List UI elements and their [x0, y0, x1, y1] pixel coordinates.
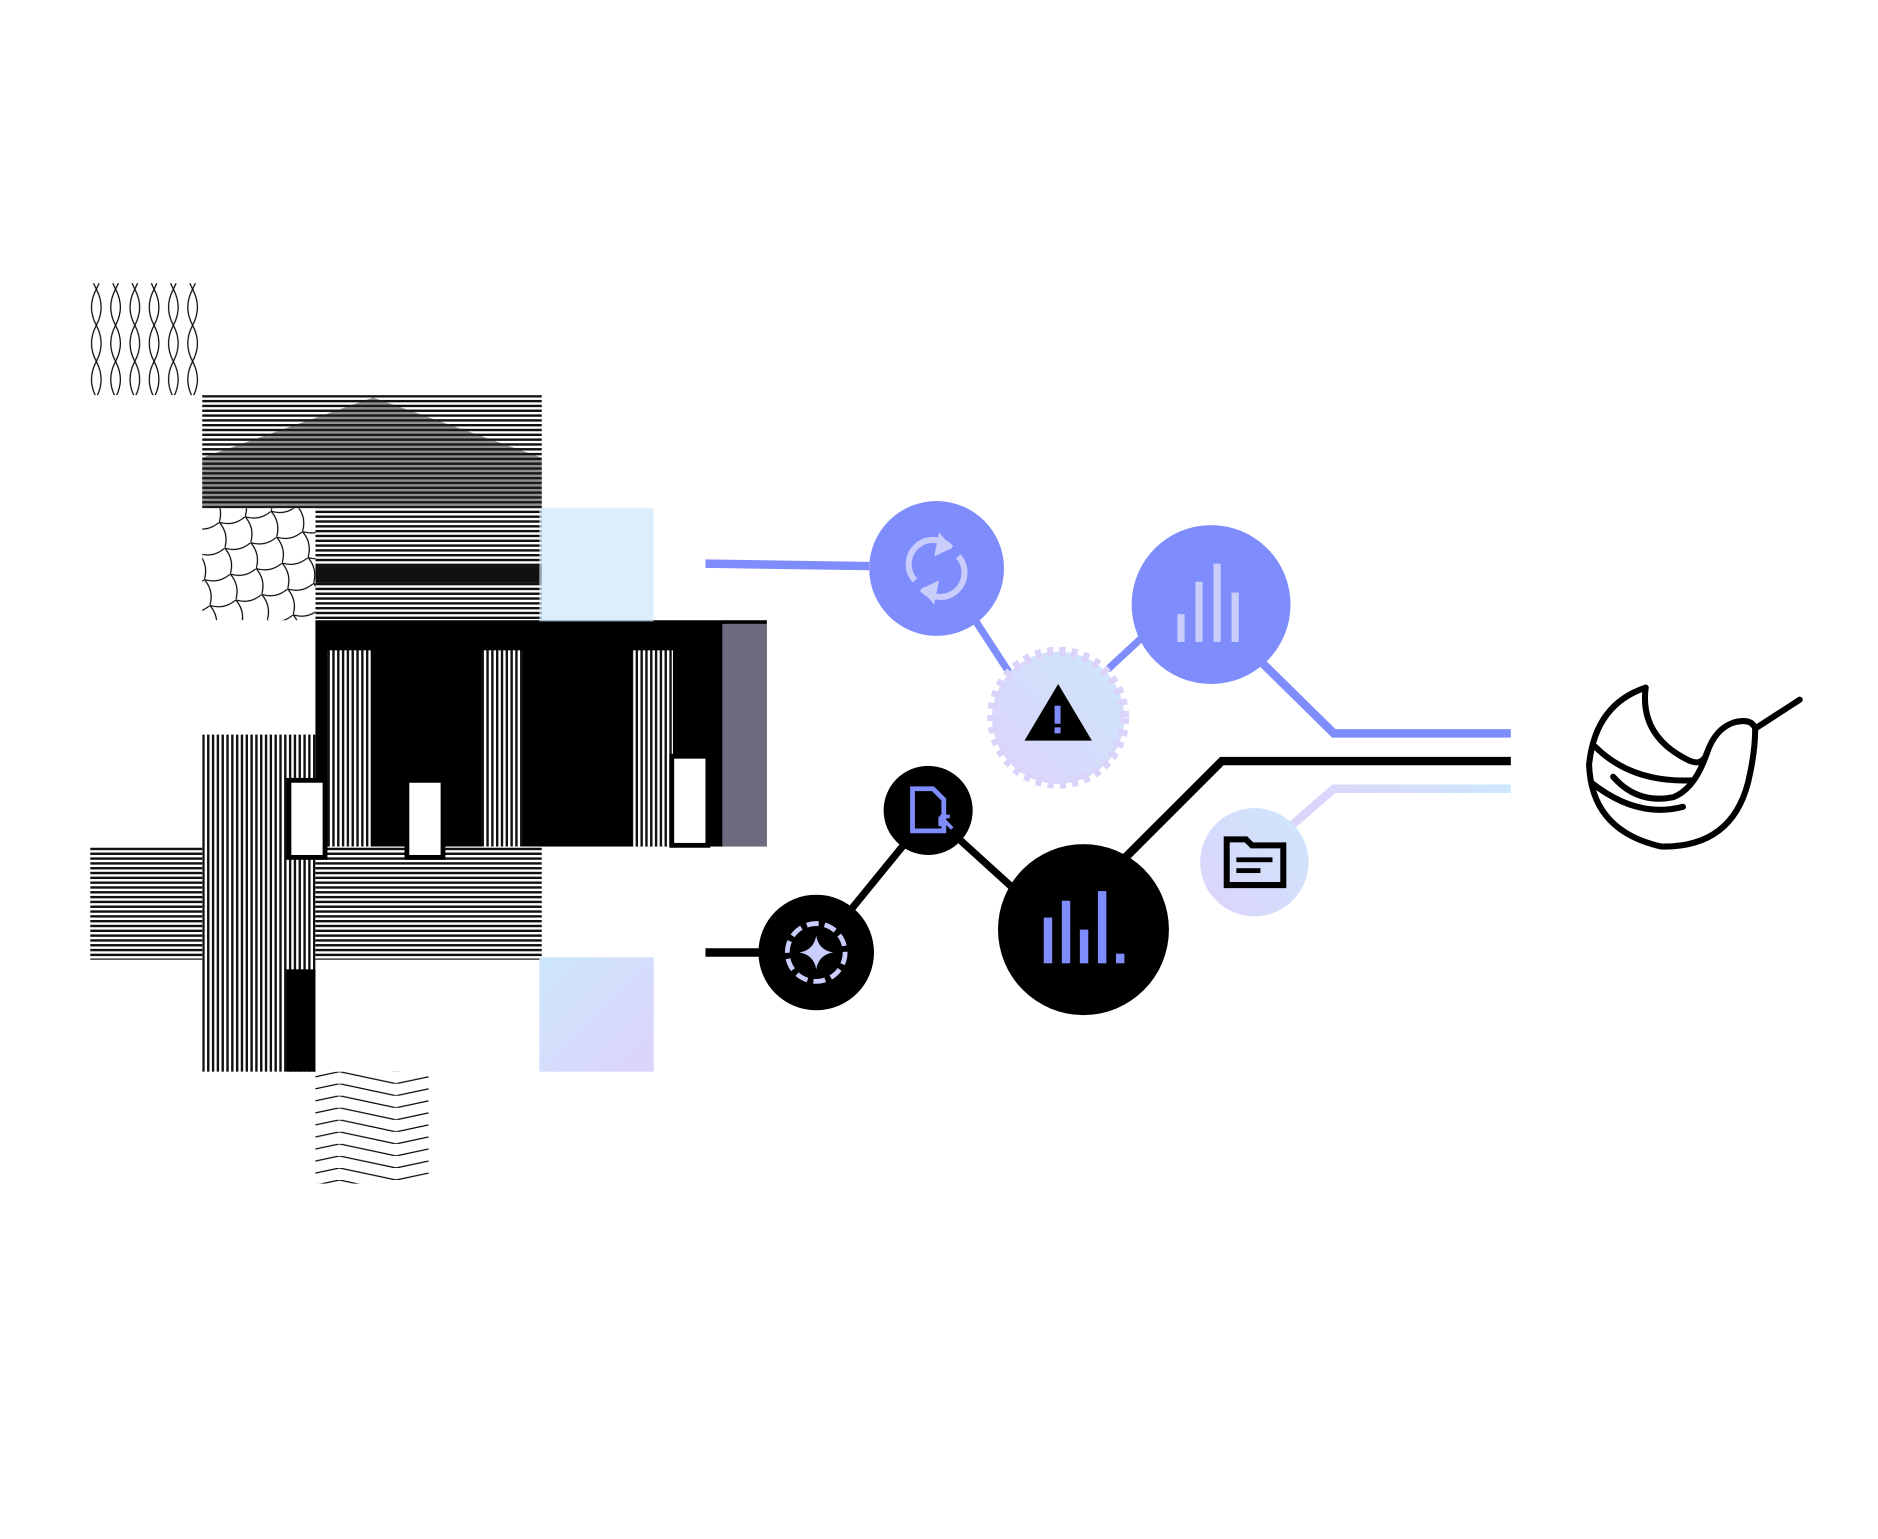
bird-logo — [1586, 684, 1803, 850]
bar-chart-icon — [1043, 891, 1125, 964]
connector-gradient — [1285, 784, 1511, 832]
building-collage — [90, 283, 767, 1184]
bar-chart-icon — [1177, 563, 1239, 642]
chart-node-dark — [997, 844, 1169, 1016]
connector-purple — [1258, 659, 1511, 738]
connector-black — [849, 837, 1017, 911]
building-engraving — [202, 395, 767, 1072]
gradient-tile-side — [722, 623, 767, 847]
warning-icon — [1024, 684, 1092, 741]
connectors — [705, 559, 1511, 957]
connector-purple — [972, 618, 1144, 674]
net-pattern-tile — [90, 283, 203, 396]
folder-icon — [1223, 836, 1287, 889]
connector-purple — [705, 559, 870, 571]
chevron-pattern-tile — [315, 1071, 429, 1184]
ai-sync-node — [758, 894, 874, 1011]
folder-node — [1200, 808, 1309, 917]
file-cursor-icon — [910, 786, 954, 834]
gradient-tile-top — [539, 508, 654, 622]
ai-sync-icon — [784, 921, 848, 984]
connector-black — [1122, 756, 1511, 861]
sync-node — [869, 501, 1005, 636]
warning-node — [987, 646, 1130, 789]
gradient-tile — [539, 957, 654, 1072]
file-node — [883, 765, 973, 855]
sync-icon — [905, 532, 968, 605]
chart-node — [1131, 525, 1291, 685]
wave-pattern-tile — [90, 846, 203, 960]
